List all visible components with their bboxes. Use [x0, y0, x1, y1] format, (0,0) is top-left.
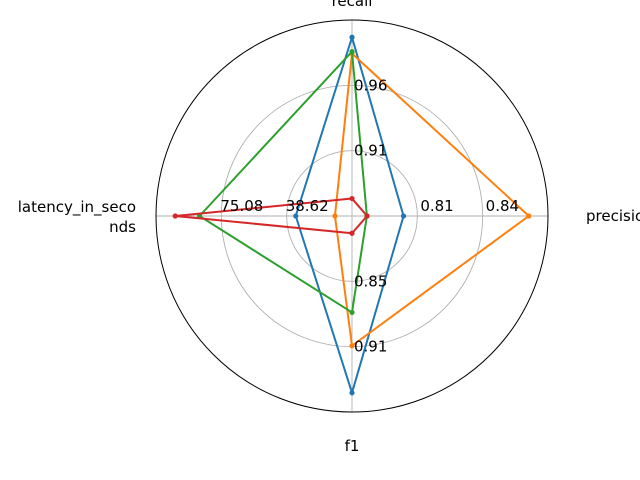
tick-label-latency_in_seconds-1: 38.62 [286, 197, 329, 215]
tick-label-recall-1: 0.91 [354, 142, 387, 160]
axis-label-f1: f1 [345, 437, 360, 455]
tick-label-recall-2: 0.96 [354, 76, 387, 94]
tick-label-f1-1: 0.85 [354, 272, 387, 290]
series-3-point-f1 [349, 309, 355, 316]
series-4-point-latency_in_seconds [172, 213, 178, 219]
tick-label-f1-2: 0.91 [354, 338, 387, 356]
series-1-point-latency_in_seconds [293, 213, 299, 219]
series-3-point-recall [349, 48, 355, 55]
series-2-point-precision [526, 213, 532, 219]
axis-label-latency_in_seconds-line-2: nds [109, 218, 136, 236]
series-1-point-recall [349, 34, 355, 40]
series-2-point-latency_in_seconds [332, 213, 338, 219]
tick-label-precision-1: 0.81 [420, 197, 453, 215]
series-1-point-f1 [349, 390, 355, 396]
tick-label-latency_in_seconds-2: 75.08 [220, 197, 263, 215]
series-2-point-f1 [349, 343, 355, 349]
axis-label-recall: recall [332, 0, 373, 10]
axis-label-latency_in_seconds-line-1: latency_in_seco [18, 198, 136, 217]
series-4-point-precision [364, 213, 370, 219]
series-4-point-f1 [349, 230, 355, 236]
tick-label-precision-2: 0.84 [486, 197, 519, 215]
axis-label-precision: precision [586, 207, 640, 225]
radar-grid [155, 19, 549, 413]
outer-frame-circle [155, 19, 549, 413]
radar-series [172, 34, 532, 396]
series-1-point-precision [400, 213, 407, 219]
radar-tick-labels: 0.81 0.84 0.91 0.96 38.62 75.08 0.85 0.91 [220, 76, 519, 355]
series-4-point-recall [349, 195, 355, 202]
